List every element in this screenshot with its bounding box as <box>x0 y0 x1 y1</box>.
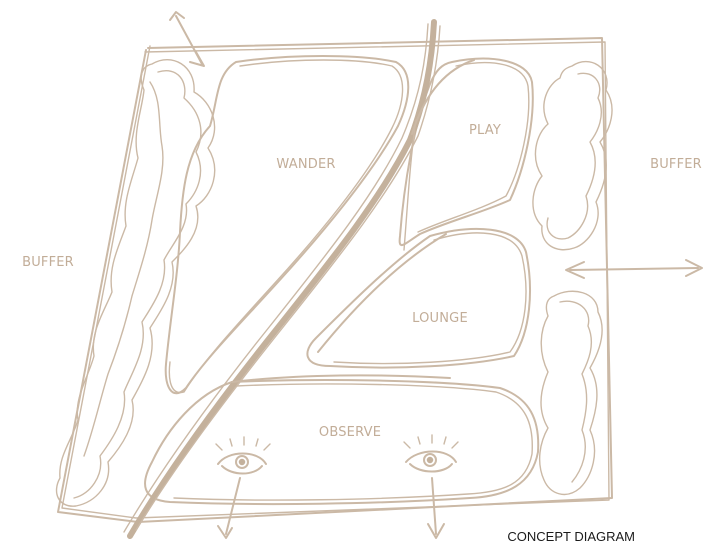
eye-icon <box>404 435 458 538</box>
label-buffer-right: BUFFER <box>650 157 702 172</box>
label-observe: OBSERVE <box>319 425 381 440</box>
arrow-right-icon <box>566 260 702 278</box>
label-play: PLAY <box>469 123 501 138</box>
diagram-caption: CONCEPT DIAGRAM <box>507 529 635 544</box>
branch-path-play <box>404 60 474 250</box>
eye-icon <box>216 437 270 538</box>
hedge-right-upper-icon <box>533 62 612 250</box>
zone-observe <box>145 380 538 504</box>
label-buffer-left: BUFFER <box>22 255 74 270</box>
hedge-right-lower-icon <box>540 291 603 494</box>
arrow-top-left-icon <box>170 12 204 66</box>
zone-wander <box>166 56 409 393</box>
label-lounge: LOUNGE <box>412 311 468 326</box>
label-wander: WANDER <box>276 157 335 172</box>
